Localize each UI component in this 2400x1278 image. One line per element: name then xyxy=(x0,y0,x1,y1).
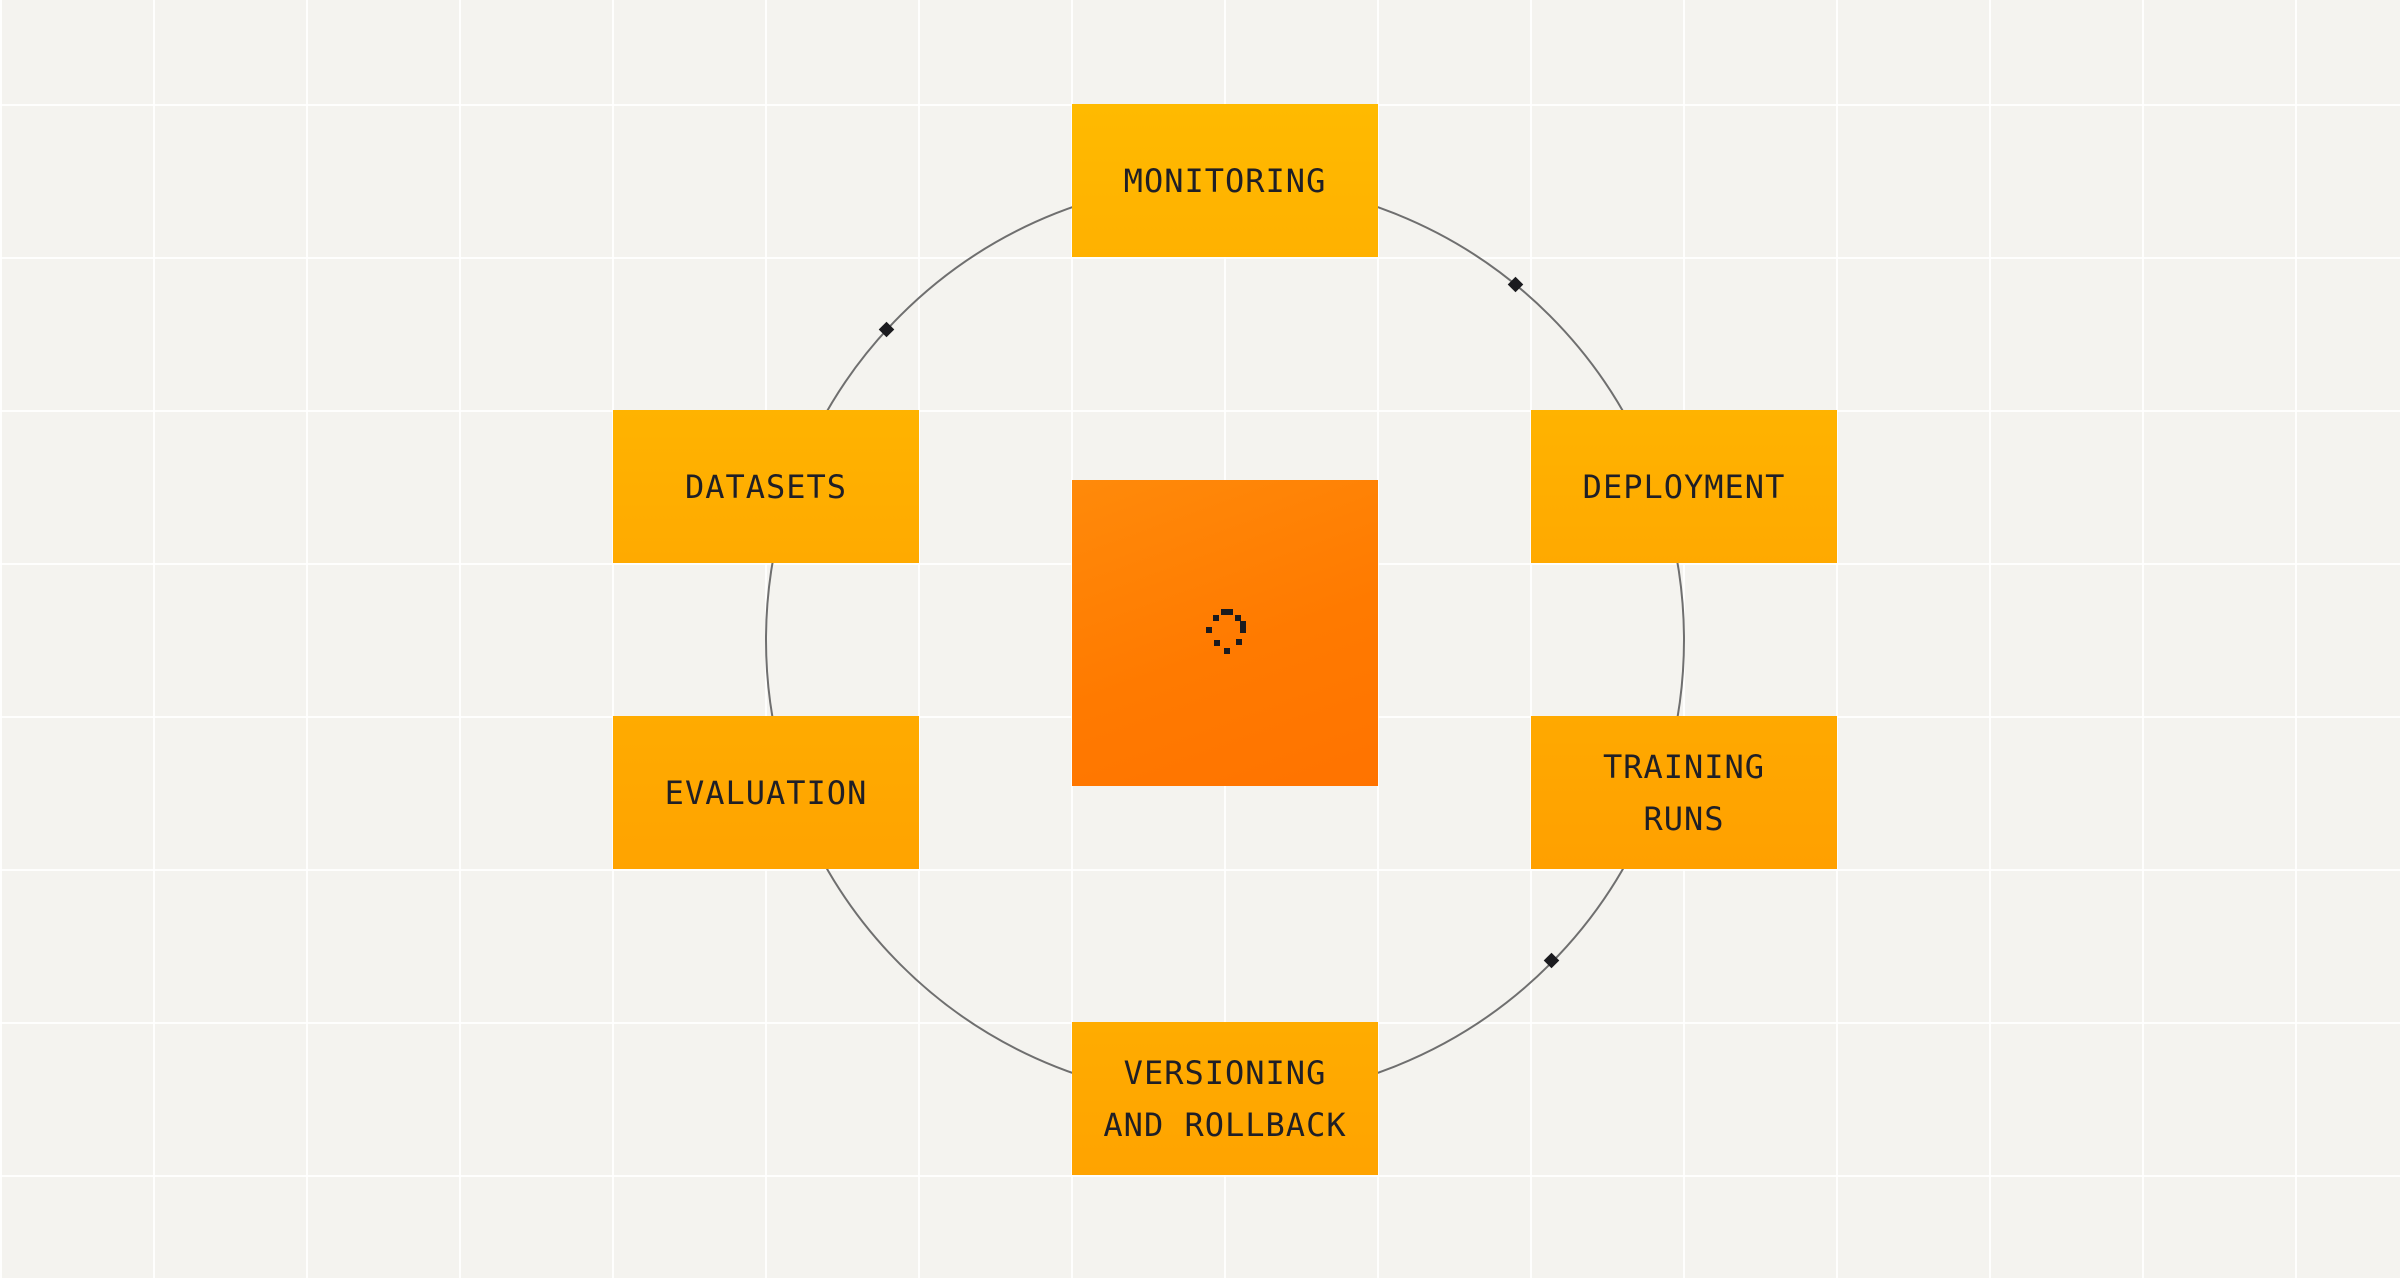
ring-marker xyxy=(1543,952,1560,969)
ring-marker xyxy=(1507,276,1524,293)
node-evaluation: EVALUATION xyxy=(613,716,919,869)
node-monitoring: MONITORING xyxy=(1072,104,1378,257)
node-versioning-and-rollback: VERSIONING AND ROLLBACK xyxy=(1072,1022,1378,1175)
node-deployment: DEPLOYMENT xyxy=(1531,410,1837,563)
node-training-runs: TRAINING RUNS xyxy=(1531,716,1837,869)
center-tile xyxy=(1072,480,1378,786)
loading-spinner-icon xyxy=(1206,609,1246,654)
node-datasets: DATASETS xyxy=(613,410,919,563)
